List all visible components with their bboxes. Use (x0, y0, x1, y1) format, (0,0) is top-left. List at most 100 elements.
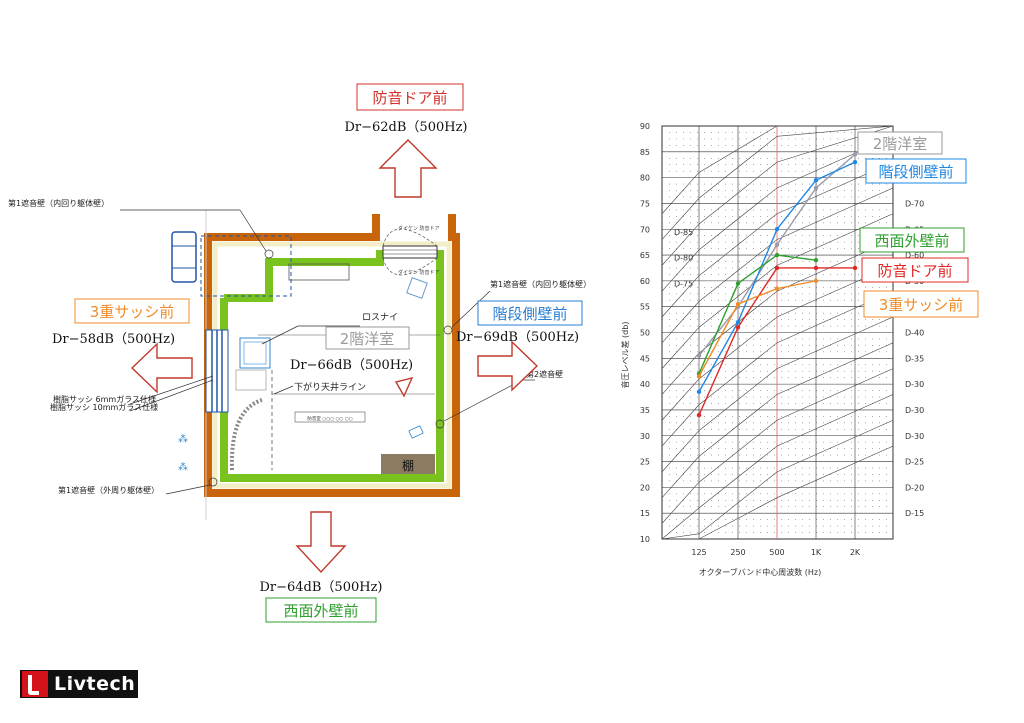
chart-point (774, 286, 780, 291)
chart-d-curve (662, 445, 894, 540)
arrow-room (394, 376, 414, 398)
chart-xtick-label: 1K (811, 548, 822, 557)
label-sash-value: Dr−58dB（500Hz) (52, 332, 175, 347)
chart-point (813, 185, 819, 191)
soundproof-door: ダイケン 防音ドア ダイケン 防音ドア (382, 225, 439, 299)
chart-d-curve (661, 316, 894, 473)
chart-series-line (698, 280, 817, 377)
chart-point (735, 319, 741, 325)
floor-plan: 棚 ダイケン 防音ドア ダイケン 防音ドア 防音室 ○○○ ○○ ○○ (8, 83, 591, 623)
arrow-up (378, 139, 438, 198)
chart-series-line (698, 254, 817, 375)
chart-point (813, 258, 819, 263)
desk-plate (294, 411, 366, 423)
shelf-label: 棚 (402, 458, 414, 473)
chart-ytick-label: 65 (640, 251, 650, 260)
chart-point (774, 227, 780, 232)
chart-xtick-label: 500 (769, 548, 784, 557)
chart-point (696, 374, 702, 379)
label-sash-title: 3重サッシ前 (90, 303, 175, 321)
svg-text:ダイケン 防音ドア: ダイケン 防音ドア (398, 269, 439, 276)
note-wall1-outer: 第1遮音壁（外周り躯体壁） (58, 485, 159, 495)
chart-label-stair: 階段側壁前 (878, 163, 953, 181)
chart-d-label: D-35 (905, 354, 924, 363)
chart-point (735, 301, 741, 307)
livtech-logo-icon (22, 671, 48, 697)
chart-point (774, 242, 780, 247)
interior-box (288, 263, 350, 281)
arrow-down (295, 511, 347, 574)
chair-icon (235, 337, 271, 391)
chart-point (813, 278, 819, 284)
chart-d-label: D-70 (905, 199, 924, 208)
chart-xlabel: オクターブバンド中心周波数 (Hz) (699, 567, 821, 577)
chart-point (813, 265, 819, 271)
chart-d-curve (661, 187, 894, 344)
label-west-value: Dr−64dB（500Hz) (259, 580, 382, 595)
brand-name: Livtech (54, 673, 136, 695)
chart-ytick-label: 70 (640, 225, 650, 234)
label-room-value: Dr−66dB（500Hz) (290, 358, 413, 373)
chart-d-label: D-25 (905, 458, 924, 467)
chart-d-label: D-15 (905, 509, 924, 518)
outdoor-unit-icon (171, 231, 292, 297)
chart-ytick-label: 35 (640, 406, 650, 415)
shelf (381, 454, 435, 474)
light-icon: ⁂ (178, 461, 188, 473)
note-wall1-inner-right: 第1遮音壁（内回り躯体壁） (490, 279, 591, 289)
chart-xtick-label: 2K (850, 548, 861, 557)
label-stair-title: 階段側壁前 (492, 305, 567, 323)
chart-label-west: 西面外壁前 (874, 232, 949, 250)
chart-d-curve (661, 125, 894, 240)
chart-d-inner-label: D-85 (674, 228, 693, 237)
note-sash-10mm: 樹脂サッシ 10mmガラス仕様 (50, 402, 158, 412)
chart-d-label: D-60 (905, 251, 924, 260)
chart-ytick-label: 50 (640, 329, 650, 338)
triple-sash (205, 329, 229, 413)
chart-ytick-label: 60 (640, 277, 650, 286)
chart-point (735, 281, 741, 286)
chart-label-room: 2階洋室 (873, 135, 928, 153)
chart-d-curve (661, 213, 894, 369)
speaker-icon (408, 425, 424, 439)
stair-curve (229, 398, 263, 471)
note-sash-6mm: 樹脂サッシ 6mmガラス仕様 (53, 394, 156, 404)
label-door-value: Dr−62dB（500Hz) (344, 120, 467, 135)
chart-point (696, 412, 702, 418)
chart-d-curve (661, 368, 894, 524)
chart-point (852, 159, 858, 165)
chart-ytick-label: 15 (640, 509, 650, 518)
chart-ytick-label: 10 (640, 535, 650, 544)
chart-label-sash: 3重サッシ前 (879, 296, 964, 314)
chart-point (852, 152, 858, 157)
arrow-right (477, 340, 539, 392)
chart-d-curve (661, 161, 894, 318)
note-wall1-inner: 第1遮音壁（内回り躯体壁） (8, 198, 109, 208)
chart-d-curve (661, 419, 894, 540)
chart-d-label: D-40 (905, 329, 924, 338)
chart-d-inner-label: D-80 (674, 254, 693, 263)
chart-ytick-label: 75 (640, 199, 650, 208)
chart-point (774, 252, 780, 258)
chart-xtick-label: 250 (730, 548, 745, 557)
inner-wall (220, 250, 444, 482)
chart-point (813, 178, 819, 183)
chart-ytick-label: 30 (640, 432, 650, 441)
chart-ytick-label: 40 (640, 380, 650, 389)
chart-d-label: D-30 (905, 380, 924, 389)
chart-ytick-label: 45 (640, 354, 650, 363)
chart-d-curve (661, 394, 894, 540)
note-losnay: ロスナイ (362, 312, 398, 323)
chart-point (696, 353, 702, 358)
label-door-title: 防音ドア前 (372, 89, 447, 107)
chart-point (735, 325, 741, 330)
chart-ytick-label: 20 (640, 483, 650, 492)
chart-d-inner-label: D-75 (674, 279, 693, 288)
chart-ytick-label: 85 (640, 148, 650, 157)
label-stair-value: Dr−69dB（500Hz) (456, 330, 579, 345)
brand-logo: Livtech (20, 670, 138, 698)
note-ceiling: 下がり天井ライン (294, 381, 366, 393)
chart-point (852, 265, 858, 271)
chart-ytick-label: 90 (640, 122, 650, 131)
